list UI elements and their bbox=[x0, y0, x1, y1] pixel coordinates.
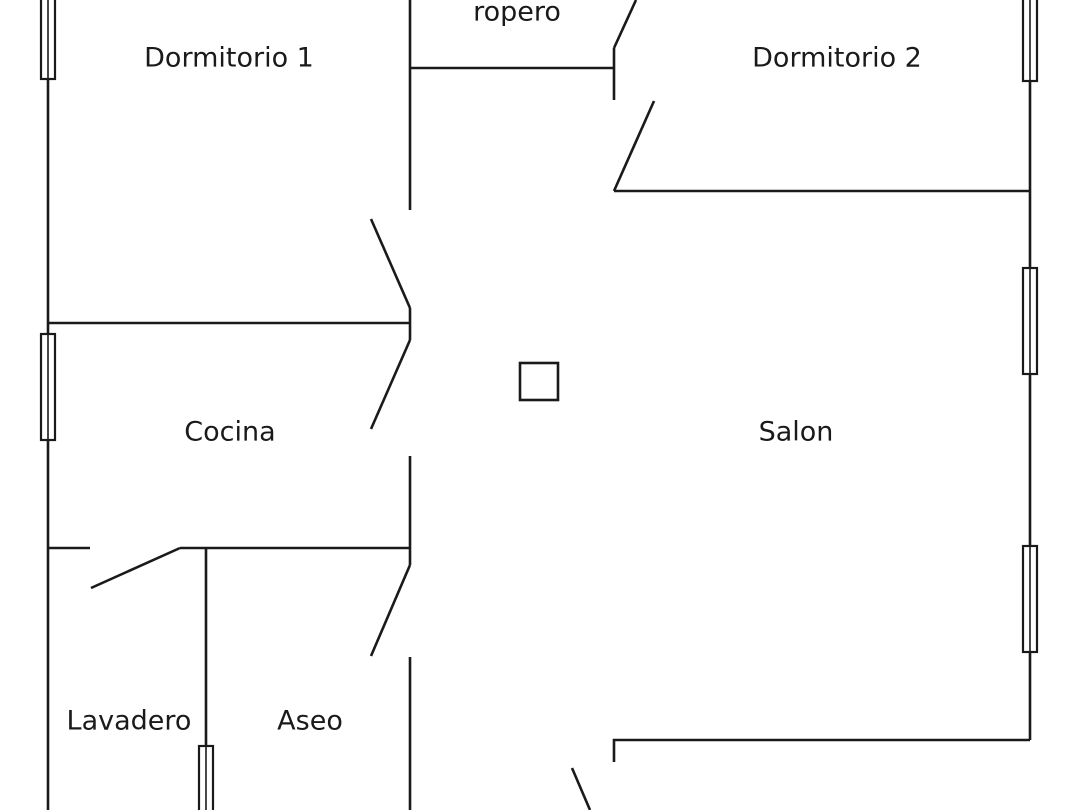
door-aseo bbox=[369, 564, 412, 657]
room-label-dormitorio1: Dormitorio 1 bbox=[144, 42, 314, 74]
room-label-cocina: Cocina bbox=[184, 416, 276, 448]
column bbox=[518, 361, 560, 402]
room-label-aseo: Aseo bbox=[277, 705, 343, 737]
windows bbox=[39, 0, 1039, 810]
wall-salon-bottom bbox=[612, 738, 1030, 762]
room-label-lavadero: Lavadero bbox=[66, 705, 192, 737]
door-dormitorio1 bbox=[369, 218, 412, 309]
doors bbox=[90, 0, 656, 810]
door-dormitorio2 bbox=[612, 100, 656, 192]
exterior-walls bbox=[46, 0, 1032, 810]
interior-walls bbox=[48, 0, 1030, 810]
room-label-dormitorio2: Dormitorio 2 bbox=[752, 42, 922, 74]
door-ropero bbox=[612, 0, 638, 49]
room-label-ropero: ropero bbox=[473, 0, 561, 28]
door-cocina bbox=[369, 339, 412, 430]
room-label-salon: Salon bbox=[758, 416, 834, 448]
door-lavadero bbox=[90, 546, 181, 590]
door-entrance bbox=[570, 767, 592, 810]
